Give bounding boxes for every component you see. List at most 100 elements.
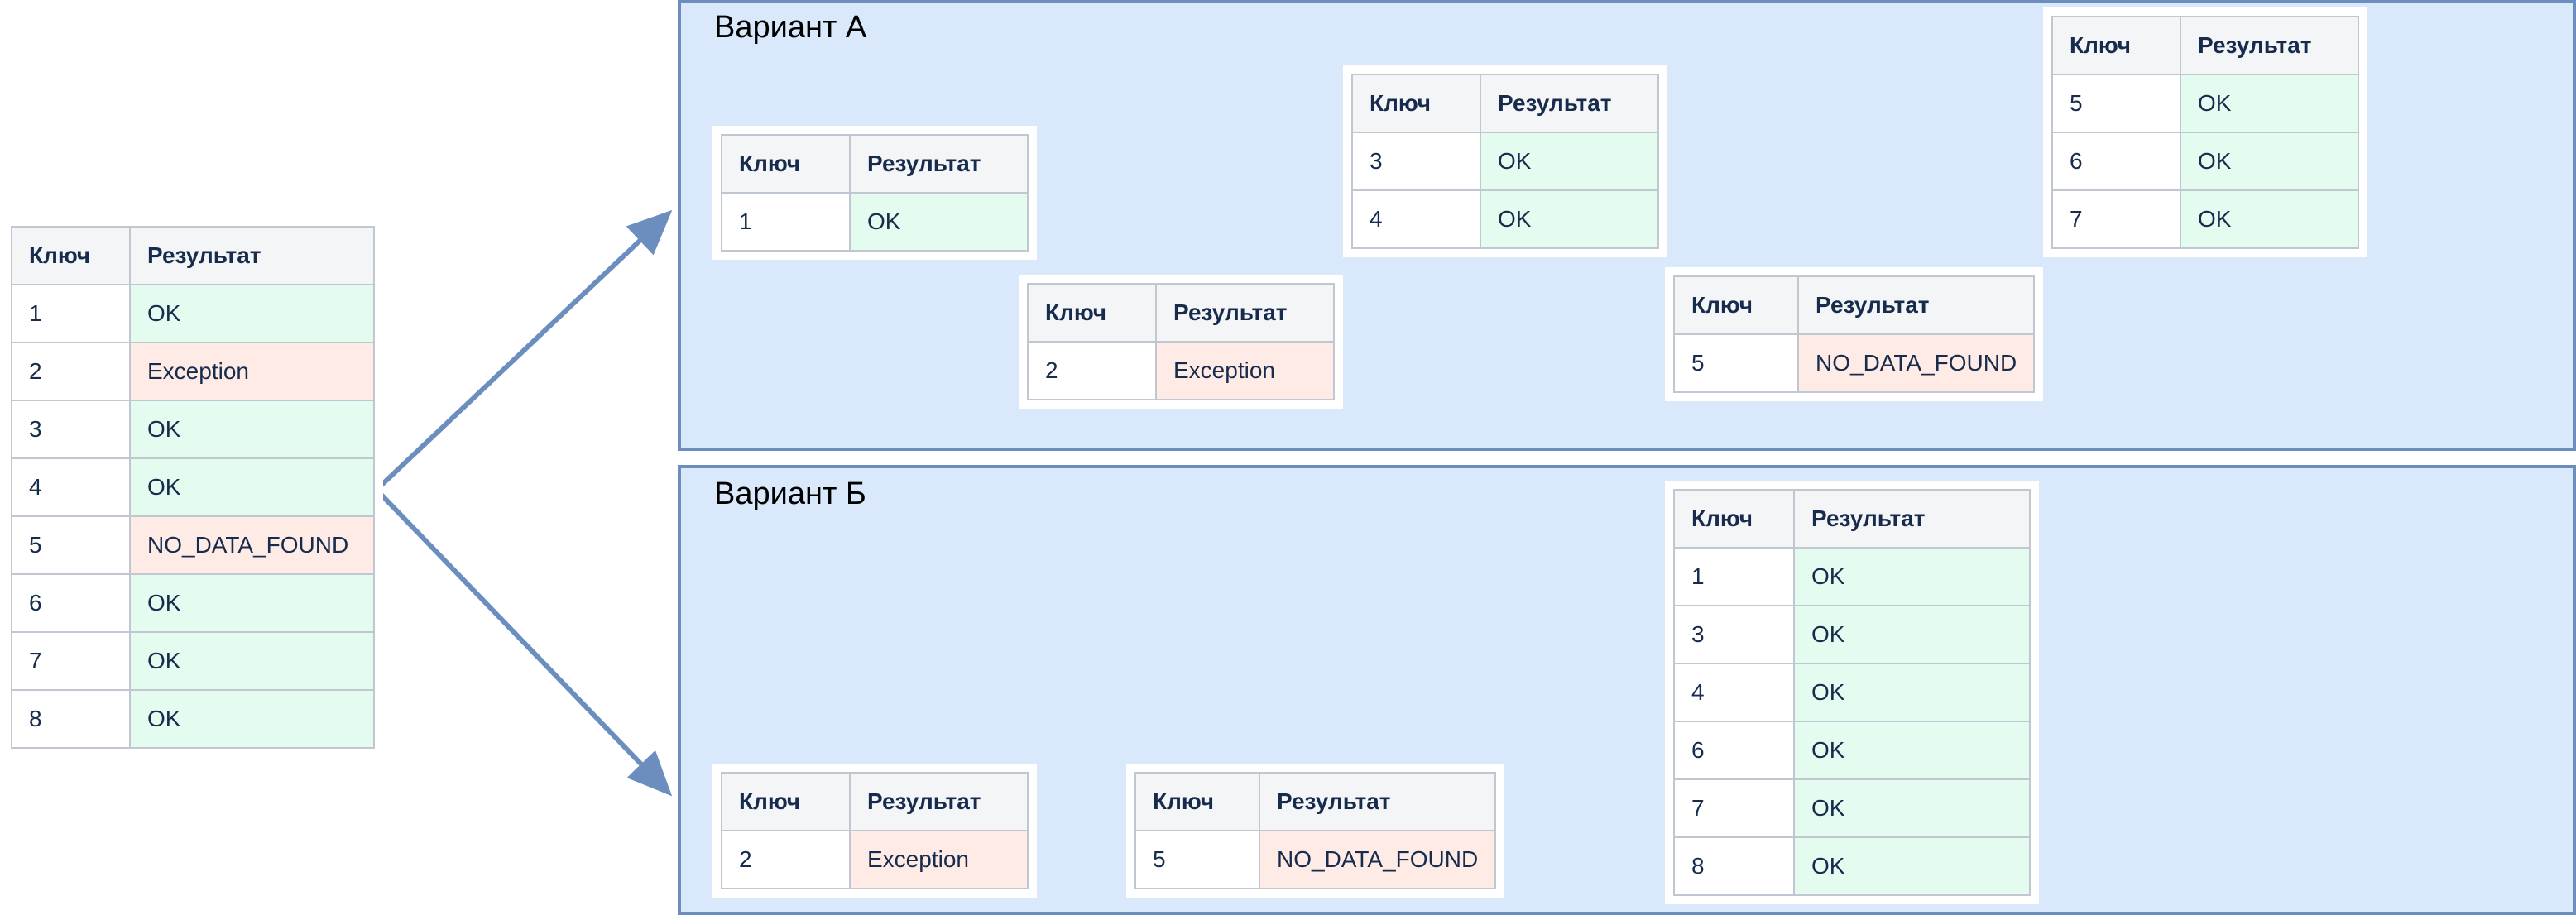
key-cell: 1 — [11, 284, 131, 343]
key-cell: 6 — [11, 573, 131, 633]
key-cell: 3 — [11, 400, 131, 459]
result-cell-ok: OK — [1793, 547, 2031, 606]
result-cell-ok: OK — [1480, 189, 1659, 249]
key-cell: 3 — [1673, 605, 1795, 664]
key-cell: 5 — [1673, 333, 1799, 393]
variant-a-title: Вариант А — [714, 10, 867, 45]
header-result: Результат — [849, 134, 1029, 194]
result-cell-ok: OK — [2180, 74, 2359, 133]
header-result: Результат — [1155, 283, 1335, 343]
header-key: Ключ — [2051, 16, 2181, 75]
header-result: Результат — [1480, 74, 1659, 133]
result-cell-error: Exception — [1155, 341, 1335, 400]
result-cell-ok: OK — [1793, 605, 2031, 664]
result-cell-ok: OK — [2180, 189, 2359, 249]
key-cell: 8 — [11, 689, 131, 749]
variant-b-panel: Вариант Б — [678, 465, 2576, 915]
arrow-to-variant-a — [374, 209, 673, 492]
header-result: Результат — [1258, 772, 1497, 831]
header-key: Ключ — [721, 134, 851, 194]
key-cell: 2 — [1027, 341, 1157, 400]
header-result: Результат — [1793, 489, 2031, 549]
arrow-to-variant-b — [374, 487, 673, 797]
key-cell: 4 — [11, 458, 131, 517]
key-cell: 5 — [11, 515, 131, 575]
key-cell: 1 — [721, 192, 851, 252]
result-cell-error: Exception — [849, 830, 1029, 889]
header-key: Ключ — [11, 226, 131, 285]
result-cell-ok: OK — [129, 284, 375, 343]
key-cell: 7 — [1673, 778, 1795, 838]
result-cell-ok: OK — [1793, 663, 2031, 722]
key-cell: 7 — [11, 631, 131, 691]
key-cell: 8 — [1673, 836, 1795, 896]
header-result: Результат — [849, 772, 1029, 831]
key-cell: 3 — [1351, 132, 1481, 191]
key-cell: 4 — [1673, 663, 1795, 722]
header-key: Ключ — [1027, 283, 1157, 343]
result-cell-error: Exception — [129, 342, 375, 401]
result-cell-ok: OK — [129, 689, 375, 749]
header-key: Ключ — [1134, 772, 1260, 831]
key-cell: 1 — [1673, 547, 1795, 606]
result-cell-ok: OK — [129, 458, 375, 517]
result-cell-ok: OK — [129, 631, 375, 691]
result-cell-ok: OK — [1480, 132, 1659, 191]
header-result: Результат — [129, 226, 375, 285]
key-cell: 2 — [11, 342, 131, 401]
variant-b-title: Вариант Б — [714, 477, 866, 511]
key-cell: 2 — [721, 830, 851, 889]
header-key: Ключ — [721, 772, 851, 831]
key-cell: 6 — [2051, 132, 2181, 191]
header-key: Ключ — [1351, 74, 1481, 133]
result-cell-ok: OK — [129, 573, 375, 633]
result-cell-ok: OK — [2180, 132, 2359, 191]
header-result: Результат — [2180, 16, 2359, 75]
key-cell: 5 — [1134, 830, 1260, 889]
result-cell-ok: OK — [849, 192, 1029, 252]
result-cell-error: NO_DATA_FOUND — [129, 515, 375, 575]
header-key: Ключ — [1673, 275, 1799, 335]
key-cell: 6 — [1673, 721, 1795, 780]
key-cell: 5 — [2051, 74, 2181, 133]
key-cell: 7 — [2051, 189, 2181, 249]
result-cell-error: NO_DATA_FOUND — [1796, 333, 2036, 393]
